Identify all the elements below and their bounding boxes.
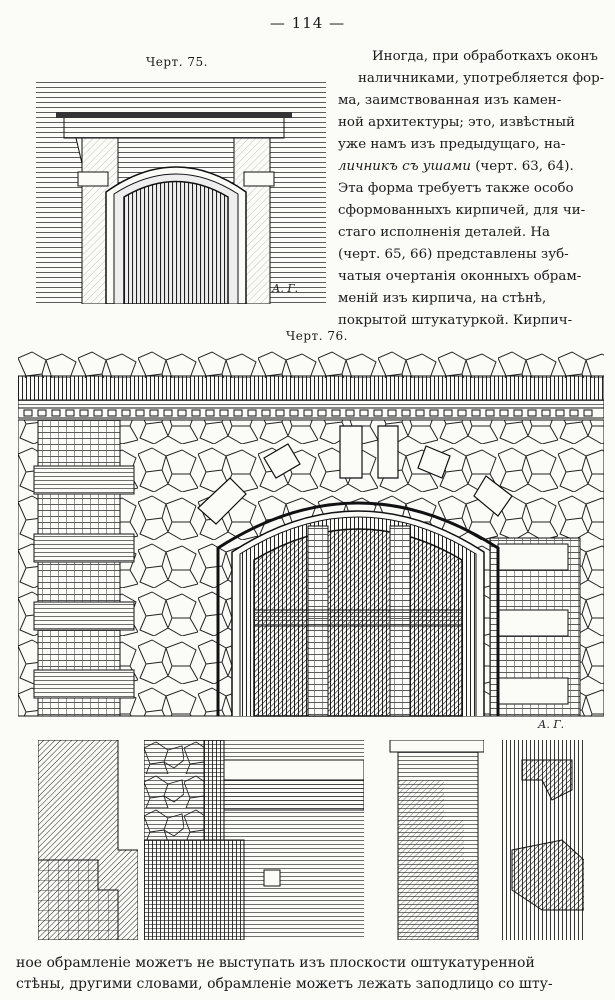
figure-76-signature: А. Г. bbox=[538, 718, 565, 731]
detail-drawing-2 bbox=[144, 740, 364, 940]
text-line: меній изъ кирпича, на стѣнѣ, bbox=[338, 291, 547, 306]
text-line: уже намъ изъ предыдущаго, на- bbox=[338, 137, 566, 152]
text-line: наличниками, употребляется фор- bbox=[358, 71, 605, 86]
figure-75-signature: А. Г. bbox=[272, 282, 299, 295]
text-line: ма, заимствованная изъ камен- bbox=[338, 93, 562, 108]
figure-75-window-drawing bbox=[36, 82, 326, 304]
bottom-text-line: ное обрамленіе можетъ не выступать изъ п… bbox=[16, 955, 535, 971]
detail-drawing-3 bbox=[389, 740, 484, 940]
figure-76-caption: Черт. 76. bbox=[286, 329, 348, 343]
text-line: Иногда, при обработкахъ оконъ bbox=[372, 49, 598, 64]
text-line: личникъ съ ушами (черт. 63, 64). bbox=[338, 159, 574, 174]
text-line: Эта форма требуетъ также особо bbox=[338, 181, 574, 196]
text-line: (черт. 65, 66) представлены зуб- bbox=[338, 247, 569, 262]
text-line: покрытой штукатуркой. Кирпич- bbox=[338, 313, 573, 328]
text-line: стаго исполненія деталей. На bbox=[338, 225, 550, 240]
text-line: ной архитектуры; это, извѣстный bbox=[338, 115, 575, 130]
page-number: — 114 — bbox=[269, 14, 346, 32]
text-line: сформованныхъ кирпичей, для чи- bbox=[338, 203, 586, 218]
detail-drawing-1 bbox=[38, 740, 138, 940]
figure-76-window-elevation bbox=[18, 348, 604, 717]
bottom-text-line: стѣны, другими словами, обрамленіе может… bbox=[16, 976, 553, 992]
text-line: чатыя очертанія оконныхъ обрам- bbox=[338, 269, 582, 284]
figure-75-caption: Черт. 75. bbox=[146, 55, 208, 69]
detail-drawing-4 bbox=[502, 740, 584, 940]
